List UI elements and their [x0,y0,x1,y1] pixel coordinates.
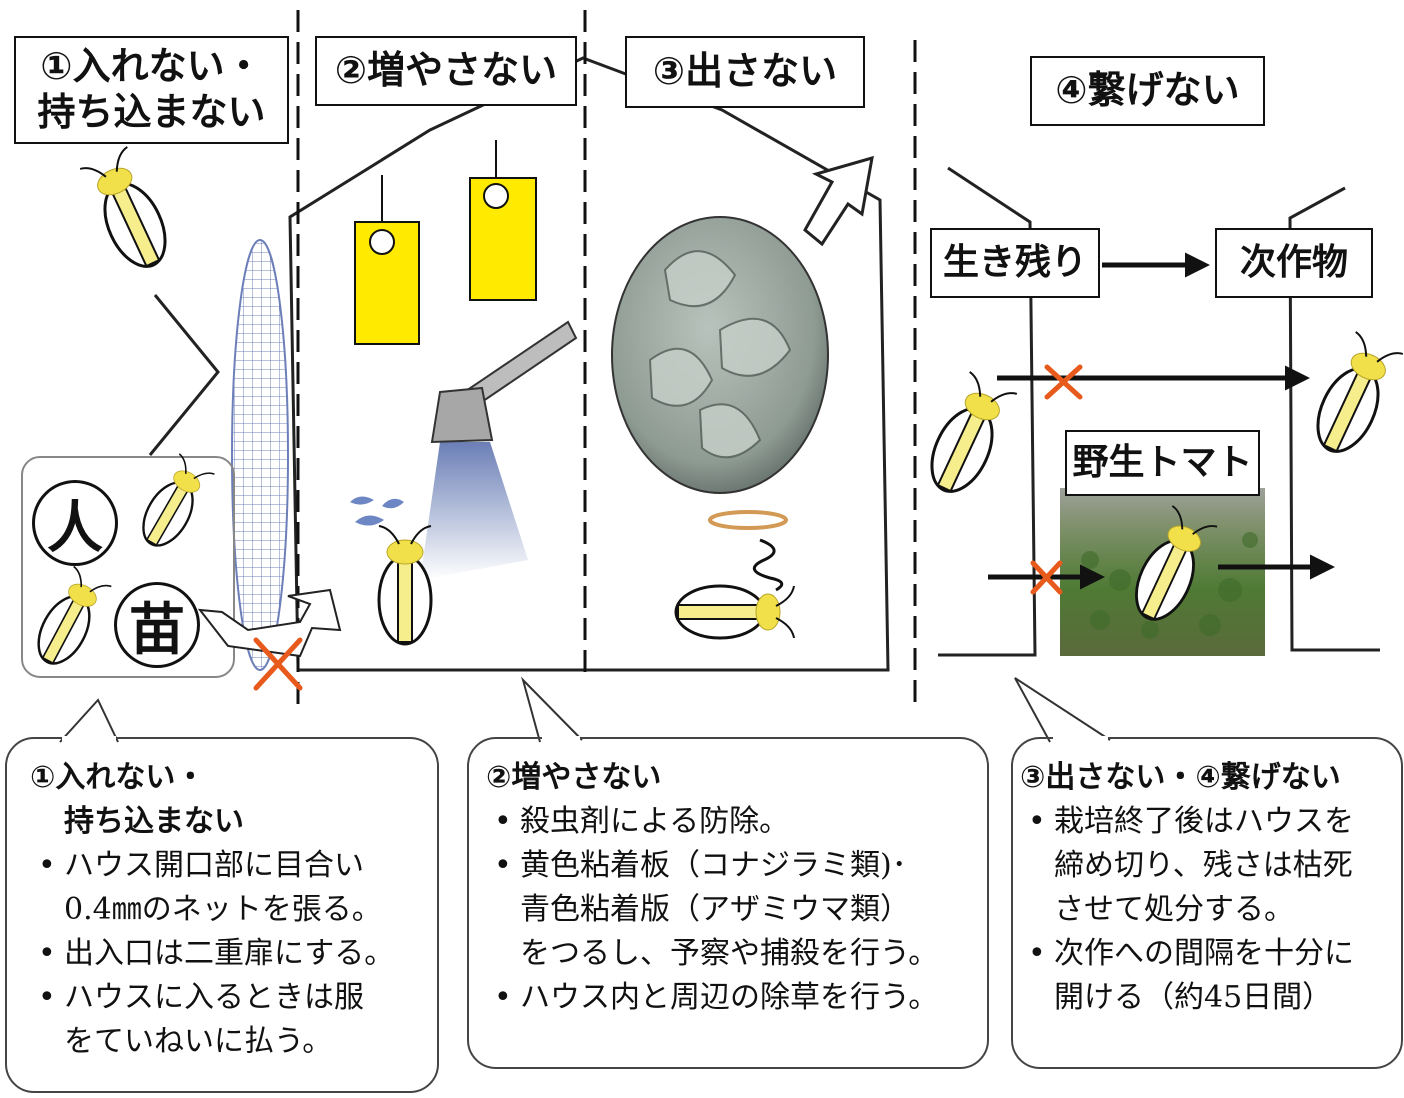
yellow-sticky-trap-icon [354,175,420,345]
label-survivors: 生き残り [930,228,1100,298]
entry-group-frame [21,456,235,678]
insect-net-icon [231,239,289,671]
leaf-photo [611,216,829,494]
header-no-release: ③出さない [625,36,865,108]
seedling-icon: 苗 [114,582,200,668]
water-drops-icon [350,496,404,526]
label-wild-tomato: 野生トマト [1065,430,1260,496]
sprayer-icon [420,320,578,580]
header-keep-out: ①入れない・ 持ち込まない [14,36,289,144]
callout-bubbles [5,737,1403,1093]
note-no-release-connect: ③出さない・④繋げない 栽培終了後はハウスを締め切り、残さは枯死させて処分する。… [1020,756,1400,1020]
tail-covers [62,736,1108,741]
next-crop-house [938,166,1380,657]
label-next-crop: 次作物 [1215,228,1373,298]
person-icon: 人 [32,480,118,566]
list-item: ハウス内と周辺の除草を行う。 [486,976,986,1020]
bubble-tails [59,676,1111,743]
header-no-increase: ②増やさない [315,36,577,106]
yellow-sticky-trap-icon-2 [469,140,537,301]
cross-mark-icon [253,364,1083,691]
list-item: 殺虫剤による防除。 [486,800,986,844]
arrows [988,252,1335,590]
weed-texture [1081,532,1258,639]
exit-arrow-icon [803,155,874,247]
section-dividers [296,10,917,705]
list-item: 出入口は二重扉にする。 [30,932,430,976]
note-no-increase: ②増やさない 殺虫剤による防除。 黄色粘着板（コナジラミ類)･青色粘着版（アザミ… [486,756,986,1020]
leaf-texture [648,250,792,459]
header-no-connect: ④繋げない [1030,56,1265,126]
dead-insect-icon [674,510,796,640]
list-item: 黄色粘着板（コナジラミ類)･青色粘着版（アザミウマ類）をつるし、予察や捕殺を行う… [486,844,986,976]
